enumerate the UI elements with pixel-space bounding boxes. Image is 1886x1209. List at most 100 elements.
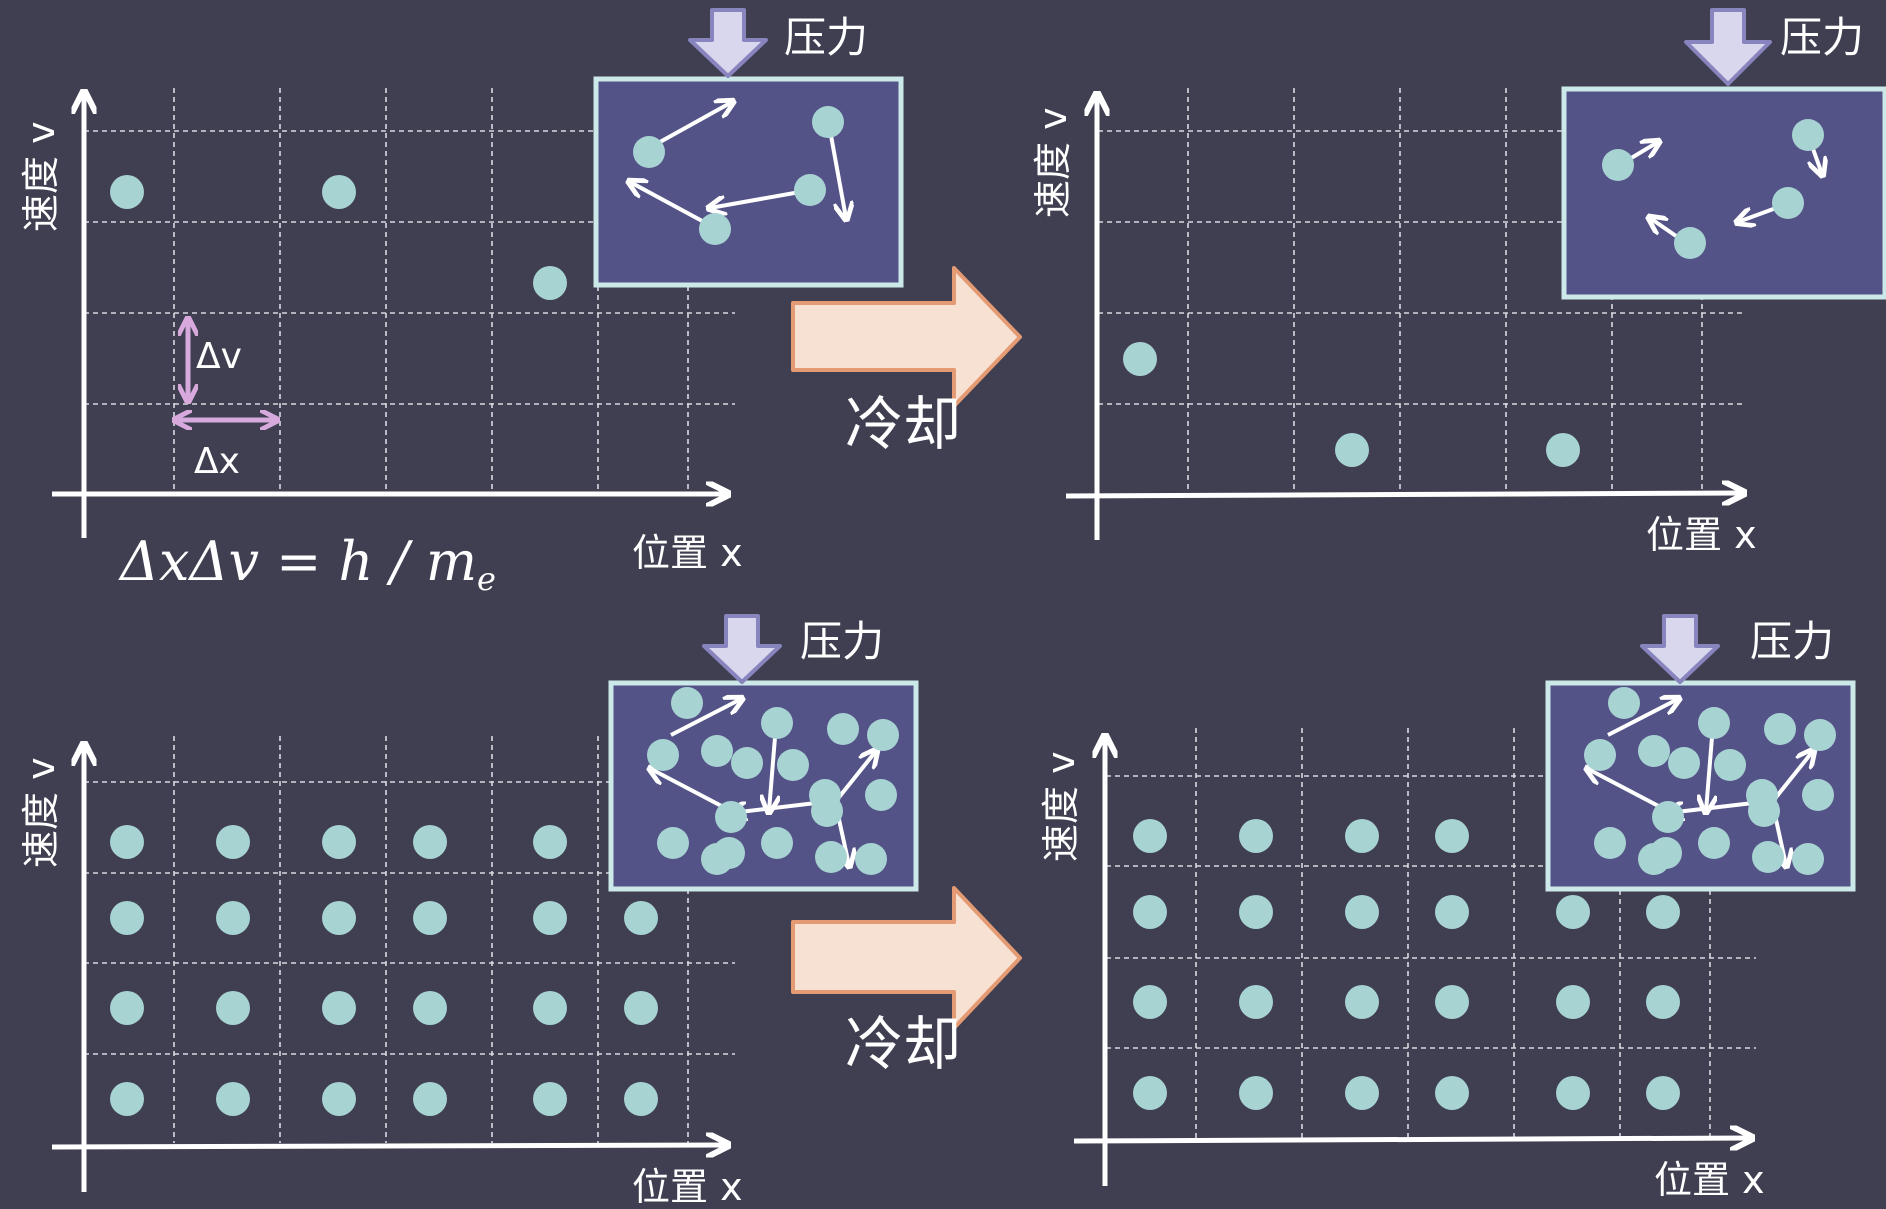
panel-bottom-right: 速度 v 位置 x 压力	[1039, 614, 1856, 1202]
arrow-icon	[630, 182, 705, 224]
particle	[110, 825, 144, 859]
particle	[1345, 1076, 1379, 1110]
y-axis-label: 速度 v	[1039, 751, 1083, 862]
pressure-label: 压力	[1780, 13, 1864, 62]
formula-subscript: e	[477, 560, 496, 598]
cooling-arrow-top: 冷却	[791, 266, 1022, 458]
particle	[1714, 749, 1746, 781]
panel-bottom-left: 速度 v 位置 x 压力	[19, 614, 919, 1209]
x-axis-label: 位置 x	[632, 531, 743, 575]
arrow-icon	[1607, 699, 1678, 737]
particle	[1698, 827, 1730, 859]
particle	[794, 174, 826, 206]
pressure-arrow-icon	[688, 8, 768, 78]
particle	[1668, 747, 1700, 779]
particle	[110, 175, 144, 209]
particle	[657, 827, 689, 859]
particle	[827, 713, 859, 745]
arrow-icon	[1650, 218, 1678, 238]
delta-x-label: Δx	[194, 441, 240, 482]
particle	[777, 749, 809, 781]
particle	[1435, 895, 1469, 929]
particle	[533, 901, 567, 935]
particle	[1133, 895, 1167, 929]
particle	[1748, 795, 1780, 827]
particle	[1239, 985, 1273, 1019]
particle	[865, 779, 897, 811]
particle	[1133, 985, 1167, 1019]
particle	[1435, 985, 1469, 1019]
particle	[533, 825, 567, 859]
pressure-label: 压力	[800, 617, 884, 666]
arrow-icon	[1706, 724, 1713, 811]
uncertainty-formula: ΔxΔv = h / me	[120, 530, 496, 598]
particle	[1435, 1076, 1469, 1110]
particle	[1674, 227, 1706, 259]
particle	[1556, 985, 1590, 1019]
particle	[1239, 895, 1273, 929]
pressure-label: 压力	[1750, 617, 1834, 666]
arrow-icon	[1588, 769, 1669, 813]
particle	[413, 991, 447, 1025]
particle	[1584, 739, 1616, 771]
particle	[216, 825, 250, 859]
box-particles	[1584, 687, 1836, 875]
arrow-icon	[828, 129, 846, 218]
particle	[216, 1082, 250, 1116]
particle	[701, 843, 733, 875]
cooling-label: 冷却	[845, 390, 961, 458]
x-axis-label: 位置 x	[1654, 1158, 1765, 1202]
particle	[647, 739, 679, 771]
x-axis	[1073, 1138, 1750, 1141]
particle	[1133, 1076, 1167, 1110]
x-axis-label: 位置 x	[632, 1165, 743, 1205]
particle	[1239, 819, 1273, 853]
particle	[533, 266, 567, 300]
particle	[1345, 985, 1379, 1019]
panel-top-left: 速度 v 位置 x Δv Δx 压力	[19, 8, 904, 575]
particle	[110, 1082, 144, 1116]
x-axis	[51, 1145, 726, 1147]
arrow-icon	[769, 724, 776, 811]
y-axis-label: 速度 v	[19, 757, 63, 868]
particle	[731, 747, 763, 779]
grid-particles	[1133, 819, 1680, 1110]
x-axis	[1065, 493, 1742, 496]
arrow-icon	[1771, 751, 1813, 803]
particle	[413, 825, 447, 859]
panel-top-right: 速度 v 位置 x 压力	[1031, 8, 1886, 557]
x-axis-label: 位置 x	[1646, 513, 1757, 557]
particle	[1335, 433, 1369, 467]
particle	[1345, 819, 1379, 853]
box-particles	[647, 687, 899, 875]
gas-box	[593, 76, 904, 288]
pressure-arrow-icon	[702, 614, 782, 684]
particle	[1594, 827, 1626, 859]
arrow-icon	[834, 751, 876, 803]
arrow-icon	[659, 102, 732, 144]
right-block-arrow-icon	[791, 886, 1022, 1030]
particle	[413, 901, 447, 935]
particle	[1608, 687, 1640, 719]
particle	[1345, 895, 1379, 929]
particle	[624, 901, 658, 935]
cooling-arrow-bottom: 冷却	[791, 886, 1022, 1078]
particle	[1556, 1076, 1590, 1110]
pressure-arrow-icon	[1640, 614, 1720, 684]
particle	[1792, 119, 1824, 151]
y-axis-label: 速度 v	[1031, 107, 1075, 218]
particle	[1646, 895, 1680, 929]
particle	[322, 175, 356, 209]
particle	[1556, 895, 1590, 929]
particle	[216, 991, 250, 1025]
particle	[1764, 713, 1796, 745]
velocity-arrows	[1626, 142, 1822, 238]
pressure-arrow-icon	[1684, 8, 1772, 86]
arrow-icon	[1626, 142, 1658, 162]
particle	[624, 991, 658, 1025]
arrow-icon	[1812, 145, 1822, 174]
particle	[110, 991, 144, 1025]
arrow-icon	[651, 769, 732, 813]
